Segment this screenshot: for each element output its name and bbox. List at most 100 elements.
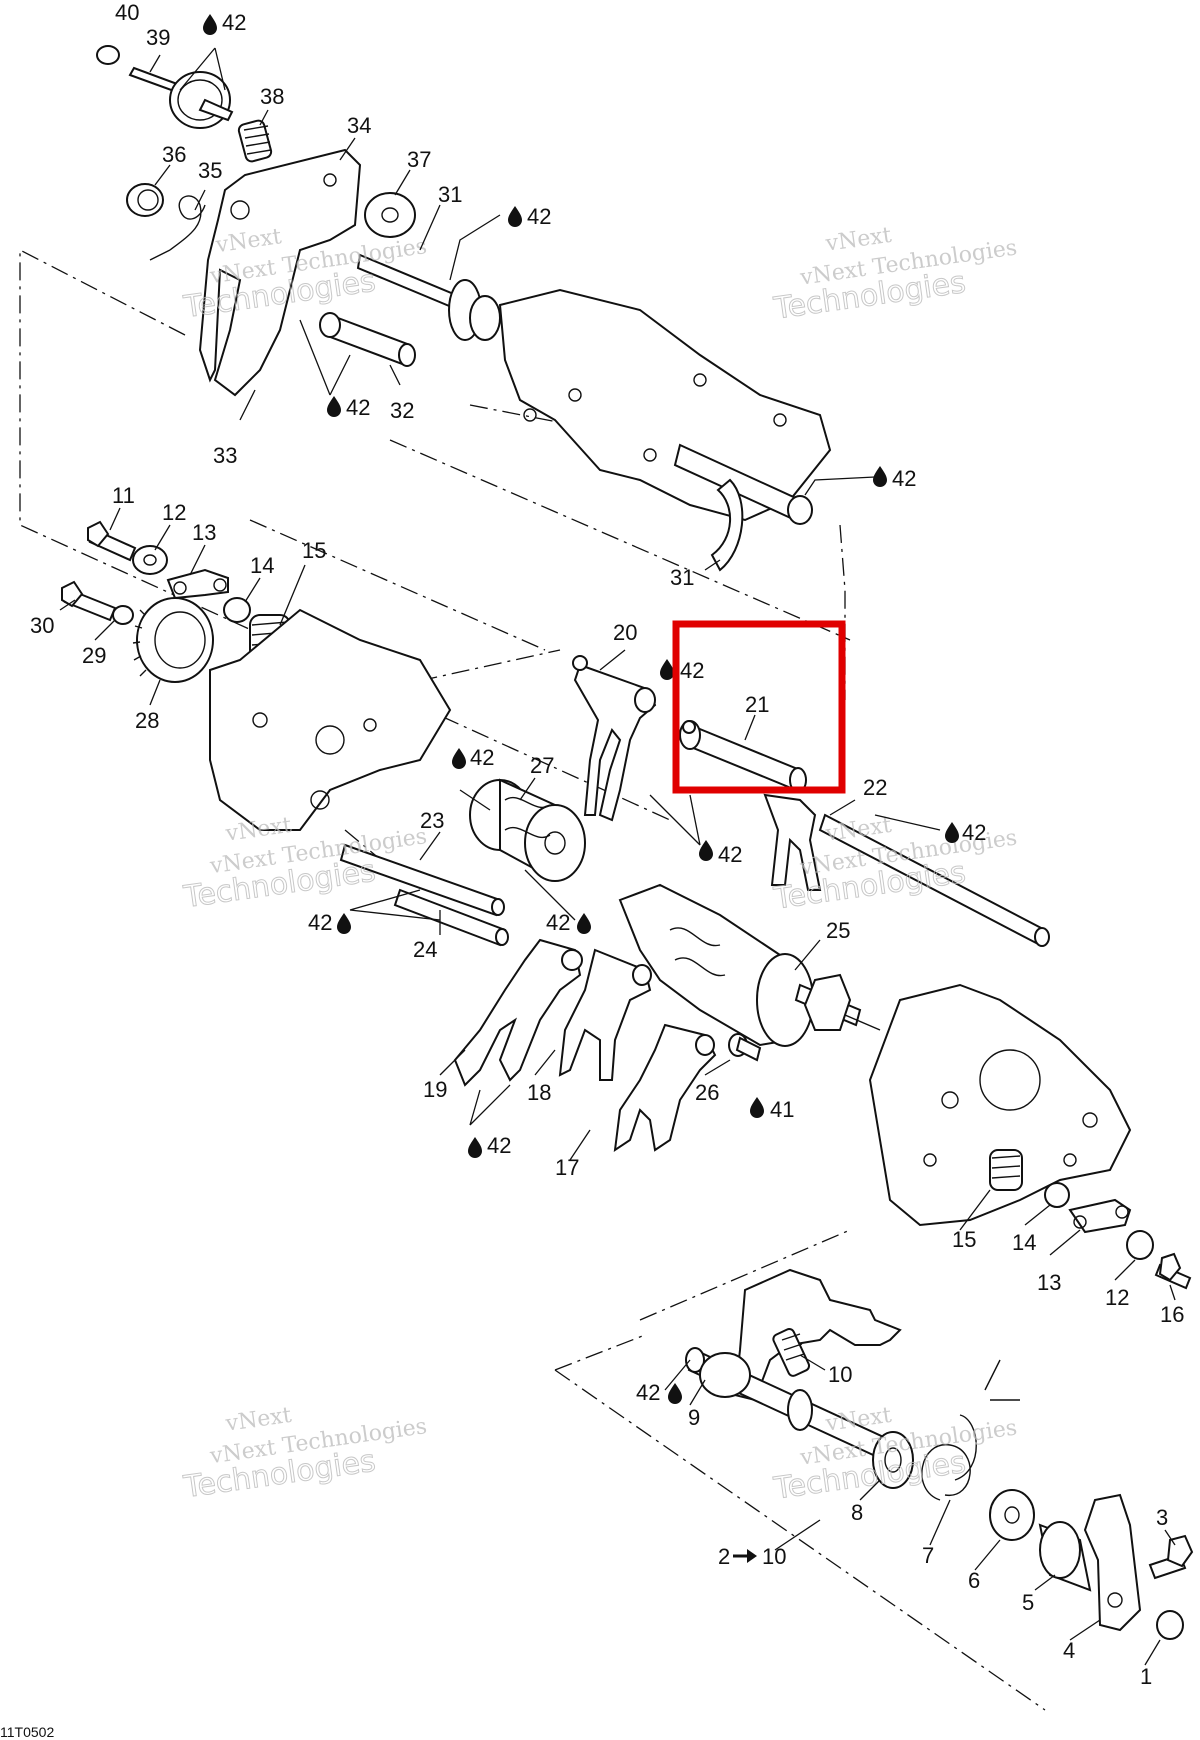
- oil-drop-icon: [660, 659, 674, 680]
- callout-9: 9: [688, 1405, 700, 1430]
- callout-12: 12: [1105, 1285, 1129, 1310]
- callout-6: 6: [968, 1568, 980, 1593]
- callout-10: 10: [762, 1544, 786, 1569]
- callout-20: 20: [613, 620, 637, 645]
- callout-13: 13: [1037, 1270, 1061, 1295]
- spring-15-right: [989, 1149, 1023, 1191]
- oil-drop-icon: [508, 206, 522, 227]
- callout-35: 35: [198, 158, 222, 183]
- callout-26: 26: [695, 1080, 719, 1105]
- oil-drop-icon: [668, 1383, 682, 1404]
- callout-13: 13: [192, 520, 216, 545]
- seal-8: [872, 1431, 914, 1489]
- oil-drop-icon: [577, 913, 591, 934]
- center-assembly: [339, 655, 1050, 1047]
- svg-text:vNext: vNext: [223, 813, 293, 847]
- callout-3: 3: [1156, 1505, 1168, 1530]
- washer-12: [132, 545, 168, 575]
- callout-27: 27: [530, 753, 554, 778]
- callout-39: 39: [146, 25, 170, 50]
- callout-15: 15: [302, 538, 326, 563]
- plate-34: [198, 148, 362, 397]
- callout-42: 42: [527, 204, 551, 229]
- upper-assembly: [96, 45, 832, 572]
- fork-18: [558, 948, 652, 1081]
- oil-drop-icon: [699, 840, 713, 861]
- washer-14: [223, 597, 251, 623]
- callout-10: 10: [828, 1362, 852, 1387]
- callout-4: 4: [1063, 1638, 1075, 1663]
- callout-15: 15: [952, 1227, 976, 1252]
- callout-40: 40: [115, 0, 139, 25]
- shaft-21: [684, 723, 802, 792]
- oil-drop-icons: [203, 14, 959, 1404]
- callout-37: 37: [407, 147, 431, 172]
- housing-left: [209, 608, 452, 831]
- washer-40: [96, 45, 120, 65]
- middle-left-assembly: [61, 520, 452, 831]
- svg-text:vNext: vNext: [223, 1403, 293, 1437]
- callout-42: 42: [308, 910, 332, 935]
- oil-drop-icon: [327, 396, 341, 417]
- callout-42: 42: [718, 842, 742, 867]
- housing-right: [868, 983, 1132, 1227]
- callout-16: 16: [1160, 1302, 1184, 1327]
- callout-28: 28: [135, 708, 159, 733]
- spring-10: [772, 1328, 811, 1377]
- spring-35: [149, 195, 206, 261]
- callout-38: 38: [260, 84, 284, 109]
- lower-assembly: [685, 1268, 1194, 1640]
- diagram-code: 11T0502: [0, 1724, 54, 1740]
- spring-7: [921, 1359, 1020, 1501]
- washer-12-right: [1126, 1230, 1154, 1260]
- callout-labels: 40 39 42 38 34 36 35 37 31 42 33 42 32 4…: [30, 0, 1184, 1689]
- arrow-right-icon: [733, 1549, 757, 1563]
- right-housing-assembly: [868, 983, 1192, 1290]
- callout-23: 23: [420, 808, 444, 833]
- callout-12: 12: [162, 500, 186, 525]
- callout-1: 1: [1140, 1664, 1152, 1689]
- washer-6: [989, 1489, 1035, 1541]
- fork-group: [453, 938, 762, 1153]
- callout-2: 2: [718, 1544, 730, 1569]
- fork-19: [453, 938, 582, 1087]
- callout-42: 42: [892, 466, 916, 491]
- callout-30: 30: [30, 613, 54, 638]
- callout-42: 42: [680, 658, 704, 683]
- callout-11: 11: [112, 483, 135, 508]
- callout-29: 29: [82, 643, 106, 668]
- callout-14: 14: [250, 553, 274, 578]
- callout-32: 32: [390, 398, 414, 423]
- callout-24: 24: [413, 937, 437, 962]
- callout-31: 31: [670, 565, 694, 590]
- gear-28: [136, 597, 214, 683]
- oil-drop-icon: [203, 14, 217, 35]
- callout-42: 42: [470, 745, 494, 770]
- callout-42: 42: [346, 395, 370, 420]
- callout-17: 17: [555, 1155, 579, 1180]
- leader-lines: [59, 47, 1176, 1666]
- callout-25: 25: [826, 918, 850, 943]
- lever-arm-4: [1083, 1493, 1142, 1632]
- callout-33: 33: [213, 443, 237, 468]
- callout-42: 42: [487, 1133, 511, 1158]
- svg-text:vNext: vNext: [823, 813, 893, 847]
- callout-41: 41: [770, 1097, 794, 1122]
- oil-drop-icon: [945, 822, 959, 843]
- washer-14-right: [1044, 1182, 1070, 1208]
- callout-31: 31: [438, 182, 462, 207]
- callout-18: 18: [527, 1080, 551, 1105]
- housing-upper: [498, 288, 832, 522]
- callout-5: 5: [1022, 1590, 1034, 1615]
- svg-text:vNext: vNext: [823, 1403, 893, 1437]
- oil-drop-icon: [750, 1097, 764, 1118]
- callout-19: 19: [423, 1077, 447, 1102]
- oil-drop-icon: [337, 913, 351, 934]
- callout-42: 42: [962, 820, 986, 845]
- oil-drop-icon: [452, 748, 466, 769]
- svg-text:vNext: vNext: [823, 223, 893, 257]
- washer-37: [364, 192, 416, 238]
- washer-29: [112, 605, 134, 625]
- callout-42: 42: [222, 10, 246, 35]
